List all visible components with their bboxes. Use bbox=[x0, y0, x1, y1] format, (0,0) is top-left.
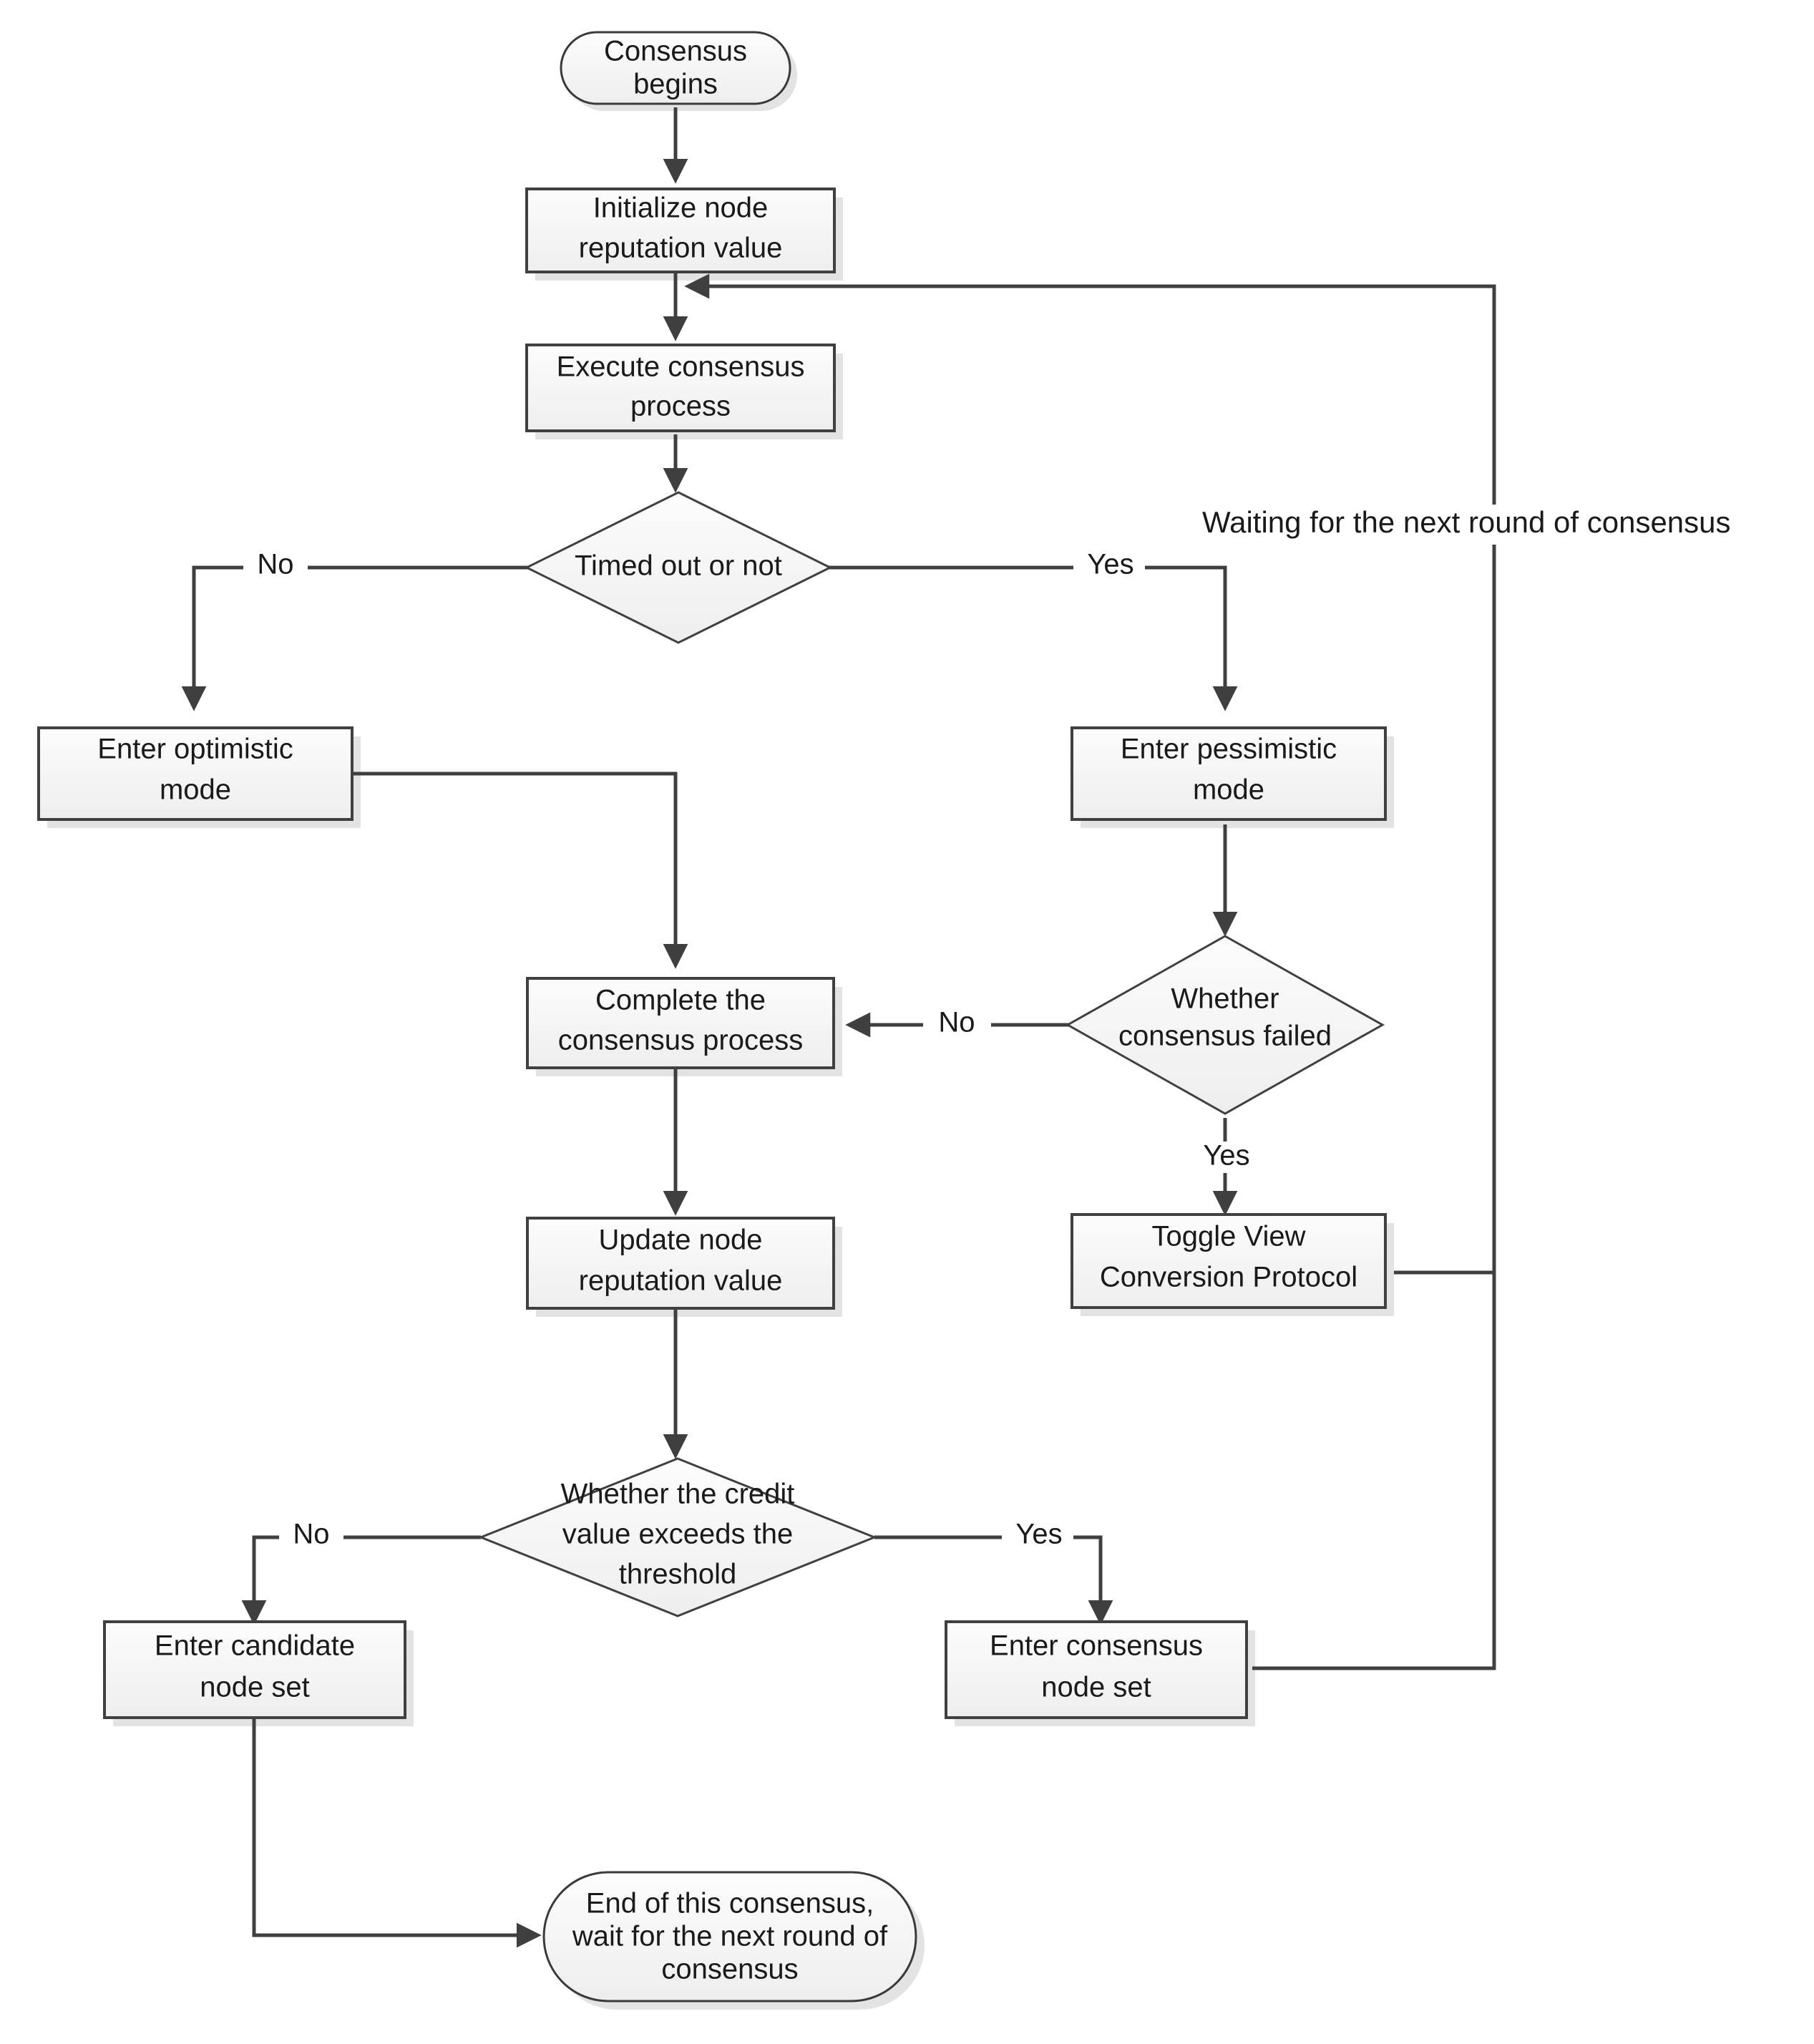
node-whether-consensus-failed-line1: Whether bbox=[1171, 983, 1279, 1015]
node-timed-out-decision-label: Timed out or not bbox=[575, 550, 782, 582]
node-complete-consensus-process-line2: consensus process bbox=[558, 1025, 803, 1056]
node-initialize-reputation-line2: reputation value bbox=[579, 233, 783, 264]
node-consensus-begins[interactable]: Consensus begins bbox=[560, 31, 791, 105]
node-initialize-reputation[interactable]: Initialize node reputation value bbox=[525, 188, 836, 273]
node-complete-consensus-process[interactable]: Complete the consensus process bbox=[526, 977, 835, 1069]
node-enter-candidate-node-set[interactable]: Enter candidate node set bbox=[103, 1620, 406, 1719]
node-end-of-consensus-line3: consensus bbox=[661, 1954, 798, 1985]
node-enter-consensus-node-set[interactable]: Enter consensus node set bbox=[945, 1620, 1248, 1719]
annotation-waiting-loop: Waiting for the next round of consensus bbox=[1188, 505, 1814, 545]
node-consensus-begins-line1: Consensus bbox=[604, 36, 747, 67]
edge-threshold-no-to-candidate bbox=[241, 1535, 481, 1625]
node-credit-threshold-decision[interactable]: Whether the credit value exceeds the thr… bbox=[477, 1457, 878, 1617]
edge-label-failed-yes: Yes bbox=[1203, 1140, 1249, 1172]
node-enter-pessimistic-mode[interactable]: Enter pessimistic mode bbox=[1071, 726, 1387, 821]
node-credit-threshold-line2: value exceeds the bbox=[562, 1519, 793, 1550]
edge-label-timeout-no: No bbox=[257, 549, 293, 580]
node-execute-consensus[interactable]: Execute consensus process bbox=[525, 344, 836, 432]
node-credit-threshold-line3: threshold bbox=[619, 1559, 737, 1590]
node-enter-pessimistic-mode-line2: mode bbox=[1193, 774, 1264, 806]
node-end-of-consensus-line2: wait for the next round of bbox=[572, 1921, 888, 1952]
edge-labels: No Yes No Yes No Yes bbox=[243, 549, 1262, 1552]
node-update-reputation-line1: Update node bbox=[598, 1225, 762, 1256]
node-consensus-begins-line2: begins bbox=[633, 69, 718, 100]
node-enter-optimistic-mode-line1: Enter optimistic bbox=[97, 734, 293, 765]
node-end-of-consensus[interactable]: End of this consensus, wait for the next… bbox=[542, 1871, 917, 2002]
node-execute-consensus-line1: Execute consensus bbox=[557, 351, 805, 383]
node-enter-consensus-set-line2: node set bbox=[1041, 1672, 1151, 1703]
edge-label-threshold-yes: Yes bbox=[1015, 1519, 1062, 1550]
node-execute-consensus-line2: process bbox=[630, 391, 731, 422]
edge-threshold-yes-to-consensus-set bbox=[874, 1535, 1113, 1625]
edge-timeout-yes-to-pessimistic bbox=[821, 565, 1238, 711]
node-complete-consensus-process-line1: Complete the bbox=[595, 985, 766, 1016]
edge-optimistic-to-complete bbox=[351, 772, 688, 969]
edge-timeout-no-to-optimistic bbox=[181, 565, 535, 711]
edge-candidate-to-end bbox=[252, 1718, 542, 1948]
node-update-reputation-line2: reputation value bbox=[579, 1265, 783, 1297]
node-enter-consensus-set-line1: Enter consensus bbox=[990, 1630, 1203, 1662]
edge-label-timeout-yes: Yes bbox=[1087, 549, 1133, 580]
node-enter-pessimistic-mode-line1: Enter pessimistic bbox=[1121, 734, 1337, 765]
node-toggle-view-conversion-protocol[interactable]: Toggle View Conversion Protocol bbox=[1071, 1213, 1387, 1309]
node-timed-out-decision[interactable]: Timed out or not bbox=[524, 491, 833, 644]
node-credit-threshold-line1: Whether the credit bbox=[561, 1479, 795, 1510]
node-toggle-view-line1: Toggle View bbox=[1152, 1221, 1306, 1252]
node-enter-candidate-line1: Enter candidate bbox=[155, 1630, 355, 1662]
edge-label-failed-no: No bbox=[938, 1007, 975, 1038]
node-whether-consensus-failed-decision[interactable]: Whether consensus failed bbox=[1065, 935, 1385, 1115]
node-enter-optimistic-mode[interactable]: Enter optimistic mode bbox=[37, 726, 353, 821]
node-initialize-reputation-line1: Initialize node bbox=[593, 193, 769, 224]
node-whether-consensus-failed-line2: consensus failed bbox=[1118, 1021, 1332, 1052]
node-toggle-view-line2: Conversion Protocol bbox=[1100, 1262, 1357, 1293]
edge-label-threshold-no: No bbox=[293, 1519, 329, 1550]
node-enter-candidate-line2: node set bbox=[200, 1672, 309, 1703]
node-update-reputation[interactable]: Update node reputation value bbox=[526, 1217, 835, 1310]
edge-consensus-set-to-execute-loop bbox=[684, 273, 1496, 1670]
annotation-waiting-loop-text: Waiting for the next round of consensus bbox=[1202, 505, 1731, 539]
node-end-of-consensus-line1: End of this consensus, bbox=[586, 1888, 874, 1919]
node-enter-optimistic-mode-line2: mode bbox=[160, 774, 231, 806]
